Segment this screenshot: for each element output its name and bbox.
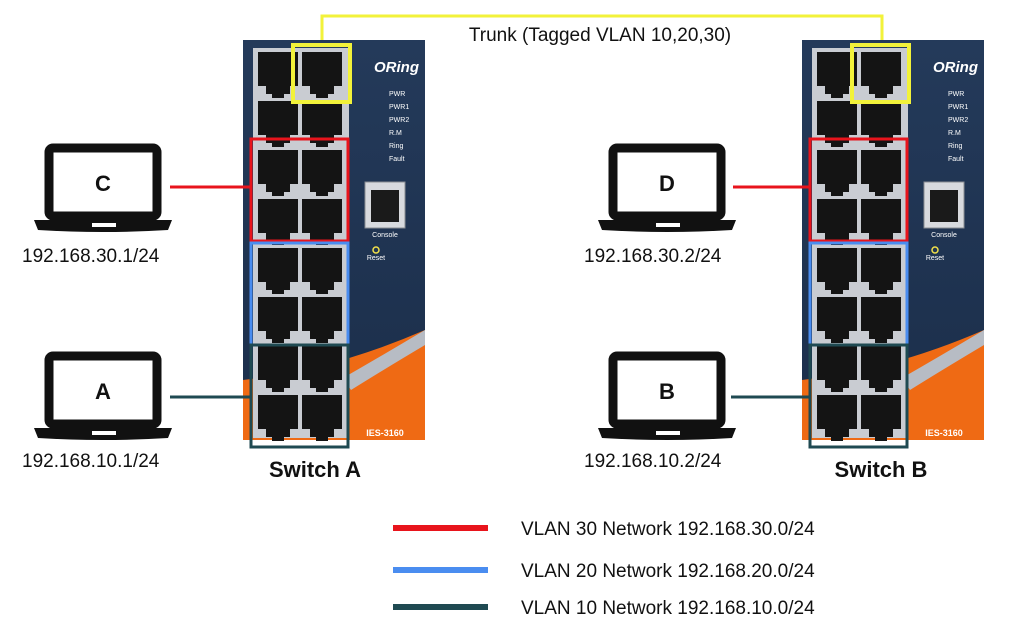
svg-text:R.M: R.M: [948, 130, 961, 137]
svg-text:PWR2: PWR2: [948, 117, 968, 124]
host-letter: D: [659, 171, 675, 196]
legend-label-vlan20: VLAN 20 Network 192.168.20.0/24: [521, 561, 815, 582]
model-label: IES-3160: [925, 428, 963, 438]
rj45-port: [258, 199, 298, 245]
rj45-port: [258, 346, 298, 392]
rj45-port: [258, 248, 298, 294]
laptop-b: B: [598, 351, 736, 440]
rj45-port: [302, 52, 342, 98]
rj45-port: [302, 150, 342, 196]
rj45-port: [861, 297, 901, 343]
rj45-port: [817, 346, 857, 392]
led-labels: PWR PWR1 PWR2 R.M Ring Fault: [389, 91, 409, 163]
rj45-port: [861, 101, 901, 147]
rj45-port: [258, 297, 298, 343]
switch-a-trunk-port-box: [291, 43, 352, 104]
switch-b-trunk-port-box: [850, 43, 911, 104]
switch-b-vlan30-ports-box: [808, 137, 909, 243]
rj45-port: [861, 150, 901, 196]
switch-a-name: Switch A: [269, 457, 361, 482]
svg-text:PWR1: PWR1: [389, 104, 409, 111]
rj45-port: [258, 52, 298, 98]
led-labels: PWR PWR1 PWR2 R.M Ring Fault: [948, 91, 968, 163]
host-d-ip: 192.168.30.2/24: [584, 246, 722, 267]
rj45-port: [302, 346, 342, 392]
legend: VLAN 30 Network 192.168.30.0/24 VLAN 20 …: [393, 519, 815, 619]
switch-a-vlan30-ports-box: [249, 137, 350, 243]
svg-text:R.M: R.M: [389, 130, 402, 137]
reset-label: Reset: [367, 255, 385, 262]
legend-label-vlan10: VLAN 10 Network 192.168.10.0/24: [521, 598, 815, 619]
rj45-port: [817, 248, 857, 294]
trunk-label: Trunk (Tagged VLAN 10,20,30): [469, 25, 731, 46]
rj45-port: [302, 395, 342, 441]
rj45-port: [302, 297, 342, 343]
rj45-port: [817, 101, 857, 147]
svg-text:PWR2: PWR2: [389, 117, 409, 124]
console-label: Console: [372, 232, 398, 239]
laptop-a: A: [34, 351, 172, 440]
reset-label: Reset: [926, 255, 944, 262]
reset-button: [931, 246, 939, 254]
svg-text:Ring: Ring: [389, 143, 404, 150]
rj45-port: [817, 395, 857, 441]
reset-button: [372, 246, 380, 254]
brand-logo: ORing: [933, 59, 978, 76]
switch-silver-band: [343, 330, 425, 390]
rj45-port: [258, 150, 298, 196]
host-c-ip: 192.168.30.1/24: [22, 246, 160, 267]
rj45-port: [861, 346, 901, 392]
rj45-port: [817, 297, 857, 343]
trunk-link: [320, 14, 884, 43]
rj45-port: [861, 395, 901, 441]
host-a-ip: 192.168.10.1/24: [22, 451, 160, 472]
rj45-port: [302, 199, 342, 245]
model-label: IES-3160: [366, 428, 404, 438]
switch-a: ORing PWR PWR1 PWR2 R.M Ring Fault Conso…: [243, 40, 425, 441]
rj45-port: [258, 101, 298, 147]
rj45-port: [861, 248, 901, 294]
svg-text:Fault: Fault: [948, 156, 964, 163]
rj45-port: [861, 52, 901, 98]
rj45-port: [817, 52, 857, 98]
laptop-c: C: [34, 143, 172, 232]
rj45-port: [302, 101, 342, 147]
rj45-port: [258, 395, 298, 441]
rj45-port: [817, 150, 857, 196]
rj45-port: [861, 199, 901, 245]
brand-logo: ORing: [374, 59, 419, 76]
svg-text:PWR1: PWR1: [948, 104, 968, 111]
svg-text:Ring: Ring: [948, 143, 963, 150]
console-port-jack: [371, 190, 399, 222]
rj45-port: [817, 199, 857, 245]
host-b-ip: 192.168.10.2/24: [584, 451, 722, 472]
switch-silver-band: [902, 330, 984, 390]
svg-text:PWR: PWR: [389, 91, 405, 98]
console-port-jack: [930, 190, 958, 222]
host-letter: B: [659, 379, 675, 404]
rj45-port: [302, 248, 342, 294]
console-label: Console: [931, 232, 957, 239]
host-letter: A: [95, 379, 111, 404]
legend-label-vlan30: VLAN 30 Network 192.168.30.0/24: [521, 519, 815, 540]
switch-b-name: Switch B: [835, 457, 928, 482]
svg-text:Fault: Fault: [389, 156, 405, 163]
laptop-d: D: [598, 143, 736, 232]
svg-text:PWR: PWR: [948, 91, 964, 98]
host-letter: C: [95, 171, 111, 196]
